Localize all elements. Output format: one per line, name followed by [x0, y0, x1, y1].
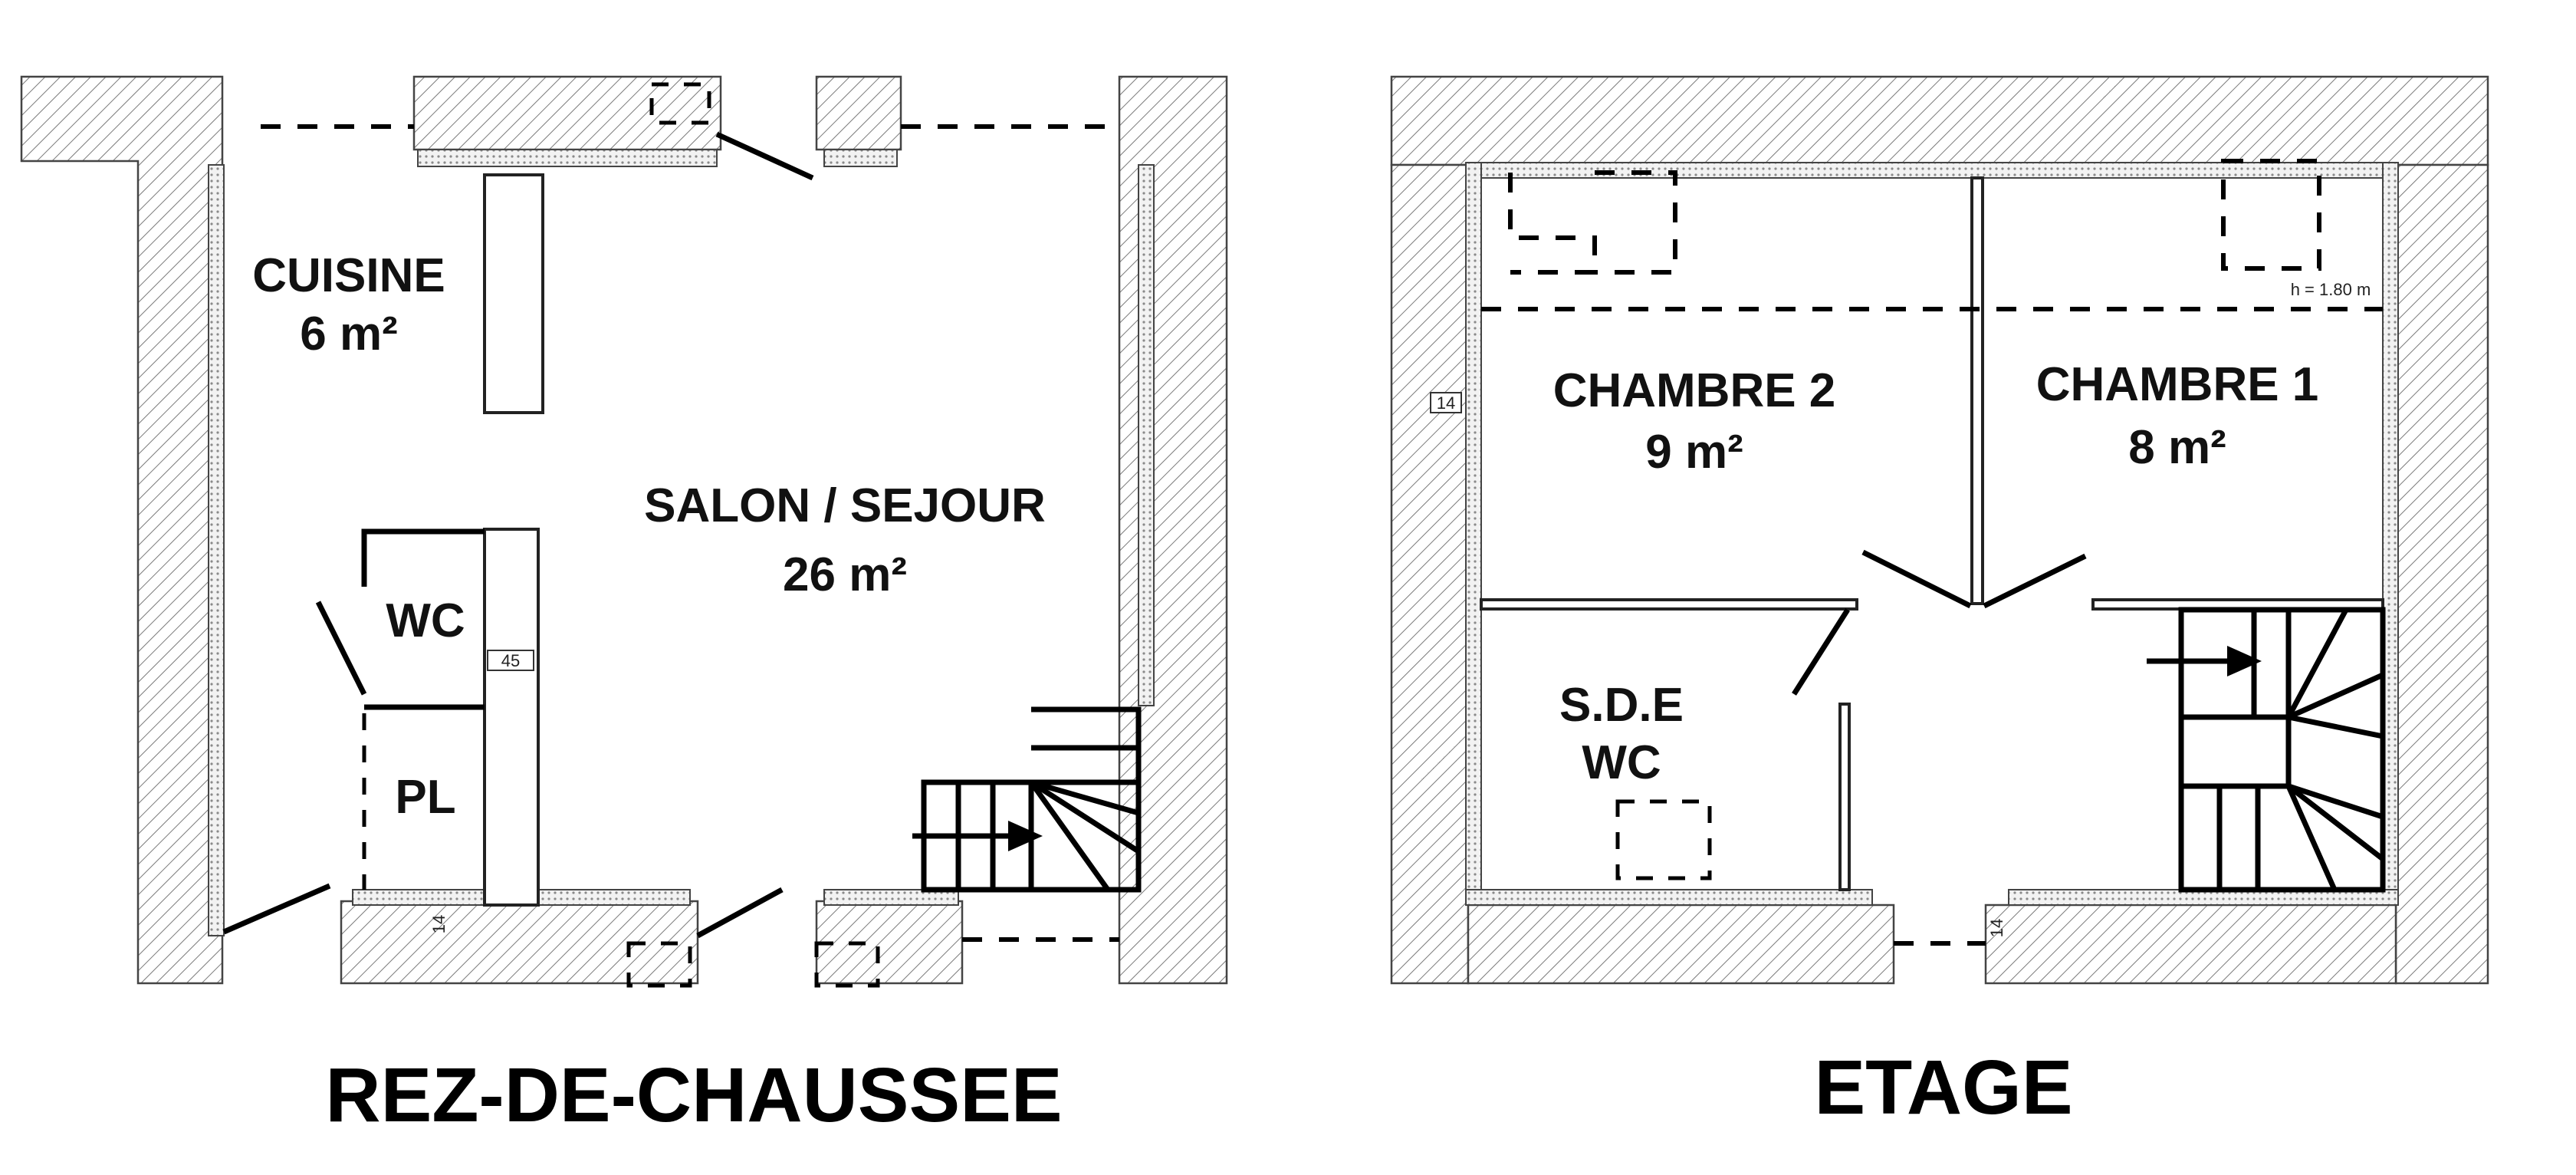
gf-stair-arrow-icon	[1008, 821, 1043, 851]
uf-door-swing-sde	[1792, 608, 1850, 696]
uf-dim-left-box	[1430, 392, 1462, 413]
uf-partition-sde-top	[1480, 598, 1858, 611]
gf-window-bottom-recess-2	[814, 941, 880, 988]
uf-partition-bedrooms	[1970, 176, 1984, 605]
uf-dim-wall-bottom: 14	[1987, 919, 2006, 937]
uf-room-sde-line2: WC	[1582, 736, 1661, 789]
gf-title: REZ-DE-CHAUSSEE	[325, 1052, 1062, 1138]
gf-kitchen-duct	[483, 173, 544, 414]
gf-door-swing-entry	[222, 883, 331, 935]
gf-dim-partition-box	[487, 650, 534, 671]
upper-floor-plan: 14 14 h = 1.80 m CHAMBRE 2 9 m² CHAMBRE …	[1390, 75, 2489, 1131]
uf-skylight-left-2	[1595, 170, 1677, 275]
gf-room-wc-name: WC	[386, 594, 465, 647]
gf-door-swing-wc	[315, 601, 367, 696]
uf-room-chambre2-name: CHAMBRE 2	[1553, 364, 1836, 417]
uf-insulation-bottom-left	[1465, 889, 1873, 906]
gf-insulation-right	[1138, 164, 1155, 706]
uf-room-sde-line1: S.D.E	[1559, 679, 1684, 732]
uf-wall-top	[1390, 75, 2489, 166]
uf-title: ETAGE	[1814, 1045, 2072, 1131]
gf-insulation-top-pillar	[823, 149, 898, 167]
gf-insulation-bottom-right	[823, 889, 959, 906]
uf-door-swing-chambre2	[1861, 549, 1972, 609]
gf-room-cuisine-area: 6 m²	[300, 308, 397, 360]
gf-room-cuisine-name: CUISINE	[252, 249, 445, 302]
gf-dim-partition: 45	[501, 651, 520, 670]
uf-door-swing-chambre1	[1983, 553, 2087, 609]
gf-window-bottom-recess-1	[626, 941, 692, 988]
gf-insulation-left	[208, 164, 225, 936]
gf-partition-vertical	[483, 528, 540, 907]
uf-room-chambre2-area: 9 m²	[1645, 426, 1743, 479]
gf-dim-wall: 14	[429, 915, 449, 933]
uf-wall-bottom-left	[1467, 903, 1895, 985]
uf-room-chambre1-area: 8 m²	[2128, 421, 2226, 474]
gf-wc-wall-top	[361, 528, 485, 587]
ground-floor-plan: 45 14 CUISINE 6 m² SALON / SEJOUR 26 m² …	[20, 75, 1228, 1138]
uf-insulation-left	[1465, 162, 1482, 906]
gf-room-pl-name: PL	[395, 771, 455, 824]
uf-shower-tray	[1615, 799, 1712, 880]
uf-stair-arrow-icon	[2227, 646, 2262, 676]
uf-skylight-left	[1508, 173, 1597, 275]
uf-skylight-right	[2221, 159, 2321, 271]
uf-dim-wall-left: 14	[1437, 393, 1455, 413]
gf-door-swing-bottom	[696, 887, 784, 939]
gf-room-salon-area: 26 m²	[783, 548, 907, 601]
gf-wall-bottom-right	[815, 900, 964, 985]
gf-wall-top-pillar	[815, 75, 902, 151]
gf-wall-left	[20, 75, 224, 985]
gf-insulation-top	[417, 149, 718, 167]
gf-window-top-recess	[649, 82, 711, 125]
uf-partition-sde-right	[1838, 703, 1851, 891]
uf-height-note: h = 1.80 m	[2291, 280, 2371, 299]
uf-room-chambre1-name: CHAMBRE 1	[2036, 358, 2319, 411]
uf-wall-left	[1390, 163, 1470, 985]
gf-staircase	[912, 706, 1142, 893]
gf-room-salon-name: SALON / SEJOUR	[644, 479, 1046, 532]
gf-wall-top-middle	[412, 75, 722, 151]
uf-wall-bottom-right	[1984, 903, 2397, 985]
uf-staircase	[2147, 607, 2386, 893]
gf-door-swing-top	[715, 131, 814, 181]
uf-wall-right	[2394, 163, 2489, 985]
